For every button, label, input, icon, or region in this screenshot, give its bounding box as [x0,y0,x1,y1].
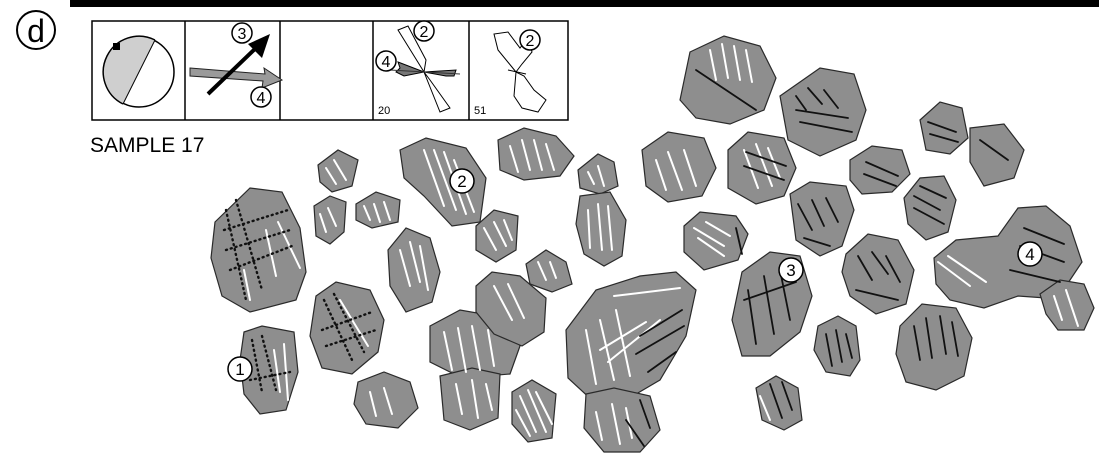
grain [566,272,696,402]
grain [896,304,972,390]
grain-marker-3: 3 [779,258,803,282]
rose-left-label-side: 4 [382,54,391,71]
sample-label: SAMPLE 17 [90,134,204,157]
arrow-label-gray: 4 [257,90,266,107]
grain [314,196,346,244]
rose-left-count: 20 [378,105,390,117]
grain-marker-4-label: 4 [1025,245,1034,264]
grain [310,282,384,374]
grain-marker-1-label: 1 [235,360,244,379]
panel-label: d [27,13,45,49]
grain [970,124,1024,186]
grain [790,182,854,256]
grain [356,192,400,228]
grain [498,128,574,180]
grain [642,132,716,202]
grain [904,176,956,240]
grain-marker-2-label: 2 [457,172,466,191]
top-rule [70,0,1099,7]
grain [584,388,660,452]
grain [388,228,440,312]
grain [728,132,796,204]
grain-marker-2: 2 [450,169,474,193]
grain [814,316,860,376]
grain-marker-3-label: 3 [786,261,795,280]
grain [842,234,914,314]
inset-box: 3 4 2 4 20 2 51 [92,21,568,120]
rose-left-label-top: 2 [420,24,429,41]
rose-right-count: 51 [474,105,486,117]
panel-label-marker: d [17,11,55,49]
grain [850,146,910,194]
grain [680,36,776,124]
stereonet [103,36,174,107]
grain [440,368,500,430]
grain [578,154,618,194]
rose-right-label: 2 [526,33,535,50]
grain-marker-1: 1 [228,357,252,381]
grain [526,250,572,292]
grain [476,210,518,262]
grain-marker-4: 4 [1018,242,1042,266]
arrow-label-black: 3 [238,26,247,43]
grain [780,68,866,156]
grain [318,150,358,192]
grain [512,380,556,442]
grain [354,372,418,428]
